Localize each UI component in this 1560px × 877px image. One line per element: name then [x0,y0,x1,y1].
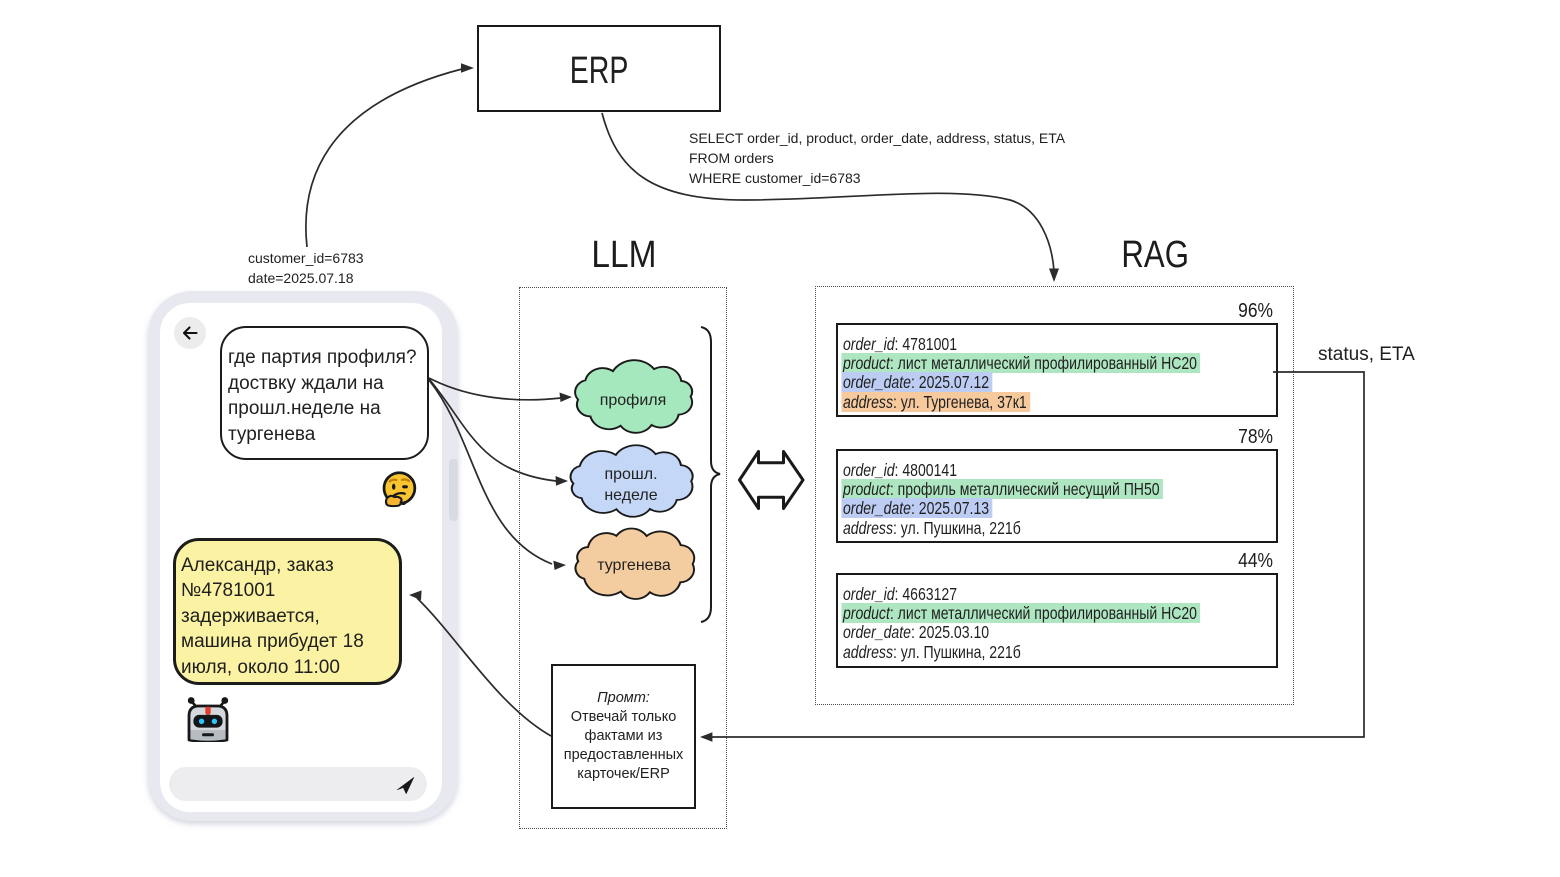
svg-text:неделе: неделе [604,487,657,504]
svg-text:прошл.: прошл. [604,466,657,483]
svg-text:тургенева: тургенева [597,557,671,574]
svg-text:профиля: профиля [600,392,667,409]
